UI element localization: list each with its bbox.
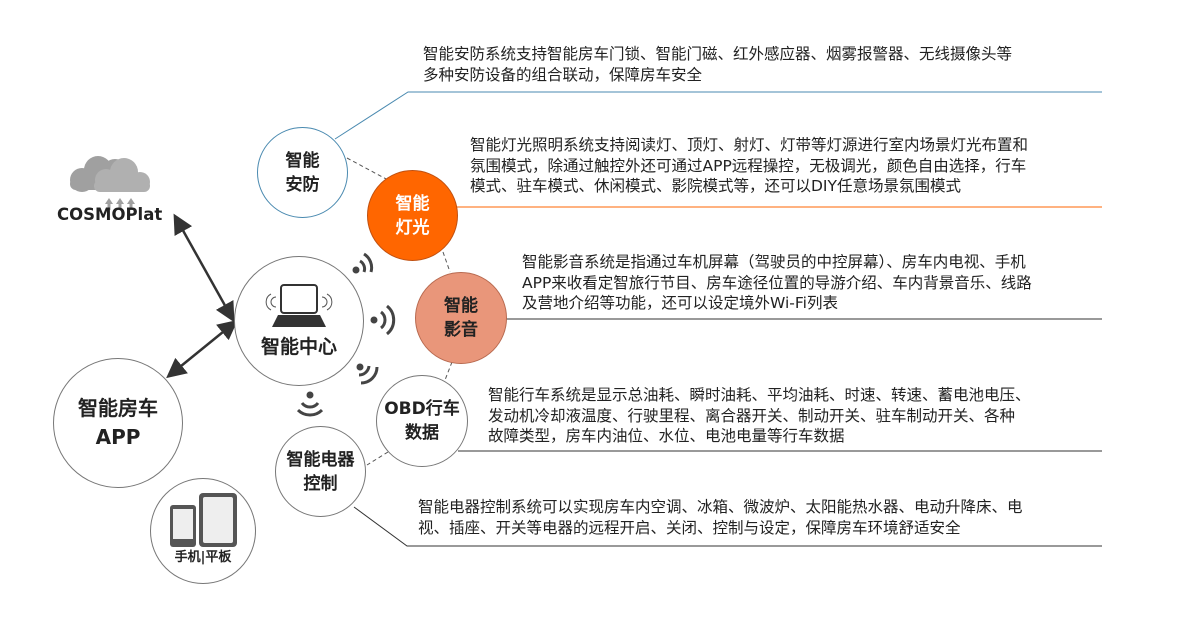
desc-line: 智能行车系统是显示总油耗、瞬时油耗、平均油耗、时速、转速、蓄电池电压、 xyxy=(488,386,1031,404)
cloud-icon xyxy=(70,156,150,210)
node-line: 智能 xyxy=(444,296,478,316)
node-smart-lighting[interactable]: 智能 灯光 xyxy=(367,170,458,261)
desc-line: 模式、驻车模式、休闲模式、影院模式等，还可以DIY任意场景氛围模式 xyxy=(470,177,961,195)
desc-line: 智能影音系统是指通过车机屏幕（驾驶员的中控屏幕）、房车内电视、手机 xyxy=(522,253,1026,271)
node-line: 智能房车 xyxy=(78,396,158,420)
desc-line: APP来收看定智旅行节目、房车途径位置的导游介绍、车内背景音乐、线路 xyxy=(522,273,1032,292)
wifi-icon xyxy=(352,252,374,274)
laptop-icon xyxy=(265,284,333,327)
desc-line: 智能安防系统支持智能房车门锁、智能门磁、红外感应器、烟雾报警器、无线摄像头等 xyxy=(423,45,1013,63)
node-smart-security[interactable]: 智能 安防 xyxy=(257,127,348,218)
obd-description: 智能行车系统是显示总油耗、瞬时油耗、平均油耗、时速、转速、蓄电池电压、 发动机冷… xyxy=(488,385,1031,447)
cloud-arrow xyxy=(173,213,235,323)
security-description: 智能安防系统支持智能房车门锁、智能门磁、红外感应器、烟雾报警器、无线摄像头等 多… xyxy=(423,44,1012,85)
node-line: APP xyxy=(95,425,141,449)
lighting-description: 智能灯光照明系统支持阅读灯、顶灯、射灯、灯带等灯源进行室内场景灯光布置和 氛围模… xyxy=(470,135,1028,197)
desc-line: 故障类型，房车内油位、水位、电池电量等行车数据 xyxy=(488,427,845,445)
app-arrow xyxy=(166,319,238,379)
desc-line: 及营地介绍等功能，还可以设定境外Wi-Fi列表 xyxy=(522,294,838,312)
node-line: 灯光 xyxy=(395,217,430,238)
node-smart-center[interactable]: 智能中心 xyxy=(234,256,364,386)
phone-tablet-icon xyxy=(170,493,237,547)
node-smart-appliance[interactable]: 智能电器 控制 xyxy=(275,426,366,517)
node-smart-audio[interactable]: 智能 影音 xyxy=(415,272,507,364)
node-line: 智能电器 xyxy=(286,449,355,470)
appliance-leader-line xyxy=(353,506,1102,547)
desc-line: 氛围模式，除通过触控外还可通过APP远程操控，无极调光，颜色自由选择，行车 xyxy=(470,156,1027,175)
desc-line: 发动机冷却液温度、行驶里程、离合器开关、制动开关、驻车制动开关、各种 xyxy=(488,406,1016,425)
desc-line: 视、插座、开关等电器的远程开启、关闭、控制与设定，保障房车环境舒适安全 xyxy=(418,518,961,537)
node-smart-rv-app[interactable]: 智能房车 APP xyxy=(53,358,183,488)
node-line: 控制 xyxy=(303,473,338,494)
node-line: 智能 xyxy=(395,193,430,214)
node-line: OBD行车 xyxy=(384,399,460,419)
devices-label: 手机|平板 xyxy=(174,550,232,565)
security-leader-line xyxy=(334,91,1102,140)
audio-description: 智能影音系统是指通过车机屏幕（驾驶员的中控屏幕）、房车内电视、手机 APP来收看… xyxy=(522,252,1032,314)
node-line: 数据 xyxy=(405,423,439,443)
cosmoplat-label: COSMOPlat xyxy=(57,205,163,224)
node-devices[interactable]: 手机|平板 xyxy=(150,478,256,584)
desc-line: 智能电器控制系统可以实现房车内空调、冰箱、微波炉、太阳能热水器、电动升降床、电 xyxy=(418,498,1023,516)
center-label: 智能中心 xyxy=(260,336,337,358)
node-line: 安防 xyxy=(285,174,320,195)
desc-line: 智能灯光照明系统支持阅读灯、顶灯、射灯、灯带等灯源进行室内场景灯光布置和 xyxy=(470,136,1029,154)
wifi-icon xyxy=(356,363,379,385)
appliance-description: 智能电器控制系统可以实现房车内空调、冰箱、微波炉、太阳能热水器、电动升降床、电 … xyxy=(418,497,1023,538)
node-line: 智能 xyxy=(285,150,320,171)
node-line: 影音 xyxy=(444,320,478,340)
wifi-icon xyxy=(370,304,396,336)
wifi-icon xyxy=(296,391,324,417)
node-obd-data[interactable]: OBD行车 数据 xyxy=(376,375,468,467)
desc-line: 多种安防设备的组合联动，保障房车安全 xyxy=(423,65,703,84)
dashed-ring xyxy=(346,157,453,466)
